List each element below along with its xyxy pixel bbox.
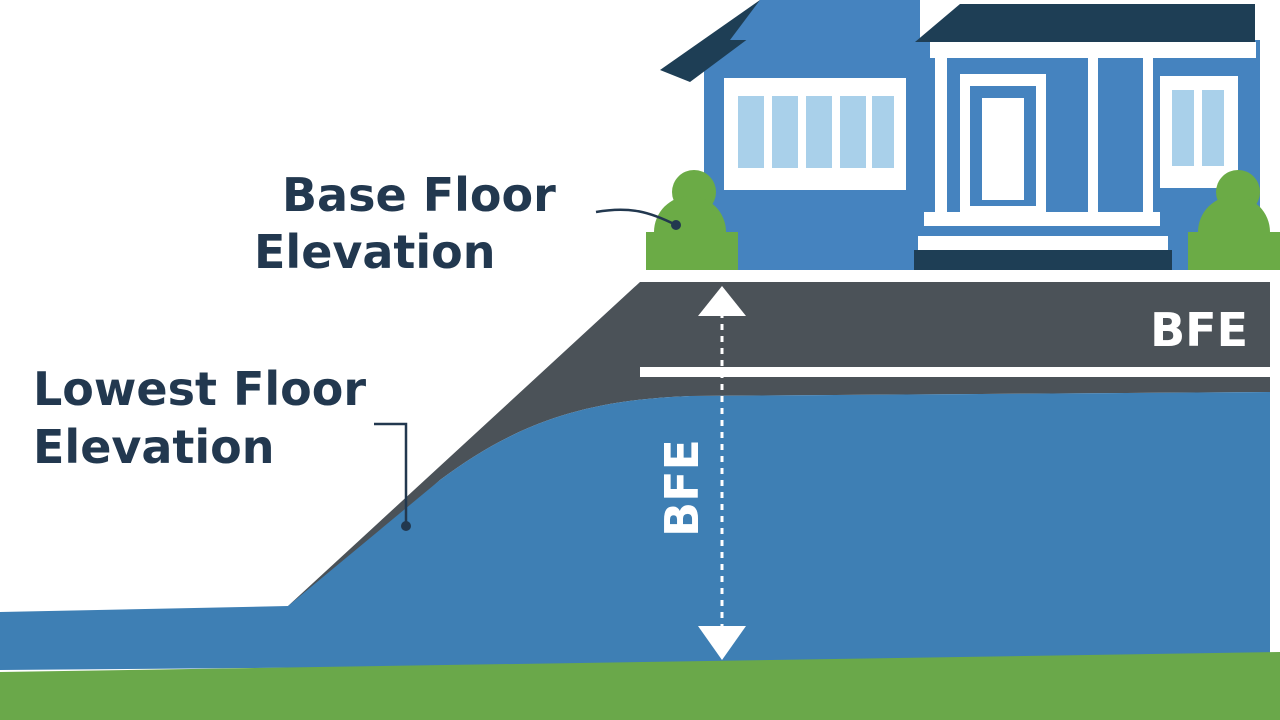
porch-column <box>1143 58 1153 213</box>
porch-step <box>918 236 1168 250</box>
base-floor-label-line1: Base Floor <box>282 168 556 222</box>
bfe-reference-line <box>640 367 1270 377</box>
window-frame <box>1160 76 1238 188</box>
bfe-vertical-label: BFE <box>655 439 709 537</box>
embankment-band <box>288 282 1270 606</box>
porch-step <box>924 212 1160 226</box>
roof-right <box>915 4 1255 42</box>
porch-column <box>1088 58 1098 213</box>
window-pane <box>872 96 894 168</box>
base-floor-label-line2: Elevation <box>254 225 496 279</box>
roof-fascia <box>930 42 1256 58</box>
shrub-icon <box>646 170 738 270</box>
window-pane <box>840 96 866 168</box>
leader-line-base-floor <box>595 208 677 227</box>
window-pane <box>738 96 764 168</box>
bfe-band-label: BFE <box>1150 303 1248 357</box>
arrow-head-top <box>698 286 746 316</box>
window-pane <box>806 96 832 168</box>
window-pane <box>1172 90 1194 166</box>
window-pane <box>772 96 798 168</box>
door-panel <box>982 98 1024 200</box>
leader-dot-lowest-floor <box>401 521 411 531</box>
leader-line-lowest-floor <box>374 422 408 526</box>
porch-base <box>914 250 1172 270</box>
roof-main <box>730 0 920 40</box>
porch-column <box>935 58 947 213</box>
grass-strip <box>0 652 1280 720</box>
arrow-head-bottom <box>698 626 746 660</box>
lowest-floor-label-line2: Elevation <box>33 420 275 474</box>
house-icon <box>660 0 1260 270</box>
water-body <box>0 392 1270 670</box>
shrub-icon <box>1188 170 1280 270</box>
window-pane <box>1202 90 1224 166</box>
lowest-floor-label-line1: Lowest Floor <box>33 362 366 416</box>
leader-dot-base-floor <box>671 220 681 230</box>
